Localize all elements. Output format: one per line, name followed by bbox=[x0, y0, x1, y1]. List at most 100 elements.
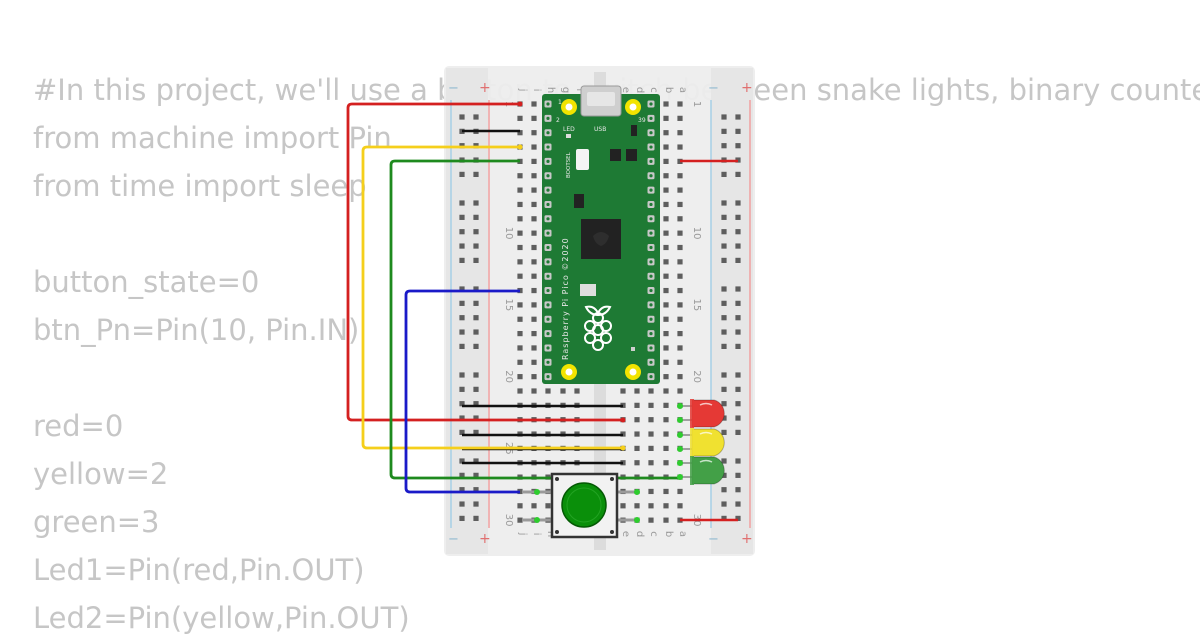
breadboard-hole bbox=[677, 503, 683, 509]
rail-plus-label: + bbox=[741, 531, 753, 547]
breadboard-hole bbox=[648, 503, 654, 509]
breadboard-hole bbox=[663, 402, 669, 408]
rail-hole bbox=[735, 329, 741, 335]
rail-hole bbox=[459, 114, 465, 120]
breadboard-hole bbox=[531, 101, 537, 107]
rail-hole bbox=[735, 143, 741, 149]
breadboard-hole bbox=[531, 216, 537, 222]
breadboard-hole bbox=[663, 101, 669, 107]
column-letter: d bbox=[634, 531, 645, 537]
rail-hole bbox=[473, 401, 479, 407]
rail-hole bbox=[721, 415, 727, 421]
row-number: 20 bbox=[503, 370, 514, 383]
breadboard-hole bbox=[663, 230, 669, 236]
rail-hole bbox=[459, 487, 465, 493]
rail-hole bbox=[721, 286, 727, 292]
breadboard-hole bbox=[677, 230, 683, 236]
column-letter: c bbox=[648, 531, 659, 537]
breadboard-hole bbox=[531, 201, 537, 208]
breadboard-hole bbox=[517, 388, 523, 394]
rail-hole bbox=[735, 458, 741, 464]
rail-hole bbox=[473, 458, 479, 464]
breadboard-hole bbox=[634, 417, 640, 423]
rail-hole bbox=[721, 343, 727, 349]
breadboard-hole bbox=[531, 287, 537, 294]
code-line: green=3 bbox=[33, 505, 160, 539]
breadboard-hole bbox=[677, 244, 683, 251]
rail-hole bbox=[721, 114, 727, 120]
rail-hole bbox=[459, 472, 465, 478]
breadboard-hole bbox=[531, 388, 537, 394]
rail-hole bbox=[735, 487, 741, 493]
breadboard-hole bbox=[517, 517, 523, 523]
rail-hole bbox=[735, 501, 741, 507]
rail-hole bbox=[735, 472, 741, 478]
breadboard-hole bbox=[531, 187, 537, 193]
breadboard-hole bbox=[677, 316, 683, 322]
breadboard-hole bbox=[677, 259, 683, 265]
breadboard-hole bbox=[677, 115, 683, 121]
breadboard-hole bbox=[517, 130, 523, 136]
row-number: 20 bbox=[691, 370, 702, 383]
breadboard-hole bbox=[531, 130, 537, 136]
red-led bbox=[677, 399, 725, 428]
green-wire bbox=[389, 159, 680, 480]
breadboard-hole bbox=[531, 259, 537, 265]
onboard-led bbox=[566, 134, 571, 138]
pin-2-label: 2 bbox=[556, 117, 560, 124]
code-line: yellow=2 bbox=[33, 457, 169, 491]
breadboard-hole bbox=[517, 216, 523, 222]
breadboard-hole bbox=[517, 201, 523, 208]
rail-hole bbox=[721, 458, 727, 464]
rail-hole bbox=[735, 171, 741, 177]
breadboard-hole bbox=[517, 331, 523, 337]
breadboard-hole bbox=[531, 302, 537, 308]
rail-hole bbox=[459, 214, 465, 220]
rail-hole bbox=[473, 429, 479, 435]
rail-hole bbox=[721, 501, 727, 507]
breadboard-hole bbox=[677, 488, 683, 495]
rail-hole bbox=[473, 501, 479, 507]
column-letter: d bbox=[634, 87, 645, 93]
rail-hole bbox=[721, 386, 727, 392]
rail-plus-label: + bbox=[741, 80, 753, 96]
breadboard-hole bbox=[648, 417, 654, 423]
breadboard-hole bbox=[663, 244, 669, 251]
breadboard-hole bbox=[517, 345, 523, 351]
breadboard-hole bbox=[560, 388, 566, 394]
rail-hole bbox=[721, 487, 727, 493]
rail-hole bbox=[735, 372, 741, 378]
breadboard-hole bbox=[574, 388, 580, 394]
row-number: 10 bbox=[691, 227, 702, 240]
green-led bbox=[677, 456, 725, 485]
column-letter: i bbox=[531, 533, 542, 536]
breadboard-hole bbox=[663, 302, 669, 308]
rail-hole bbox=[735, 257, 741, 263]
rail-hole bbox=[459, 415, 465, 421]
code-line: from machine import Pin bbox=[33, 121, 392, 155]
column-letter: c bbox=[648, 87, 659, 93]
breadboard-hole bbox=[677, 345, 683, 351]
rail-hole bbox=[735, 415, 741, 421]
column-letter: a bbox=[677, 531, 688, 537]
breadboard-hole bbox=[663, 158, 669, 164]
column-letter: e bbox=[620, 87, 631, 93]
breadboard-hole bbox=[648, 402, 654, 408]
rail-hole bbox=[735, 429, 741, 435]
rail-hole bbox=[721, 429, 727, 435]
breadboard-hole bbox=[531, 331, 537, 337]
breadboard-hole bbox=[663, 345, 669, 351]
breadboard-hole bbox=[517, 115, 523, 121]
rail-plus-label: + bbox=[479, 80, 491, 96]
breadboard-hole bbox=[620, 388, 626, 394]
rail-hole bbox=[459, 329, 465, 335]
breadboard-hole bbox=[648, 517, 654, 523]
breadboard-hole bbox=[677, 173, 683, 179]
rail-hole bbox=[473, 386, 479, 392]
rail-hole bbox=[459, 286, 465, 292]
breadboard-hole bbox=[677, 216, 683, 222]
rail-hole bbox=[735, 229, 741, 235]
breadboard-hole bbox=[663, 445, 669, 451]
rail-hole bbox=[721, 300, 727, 306]
